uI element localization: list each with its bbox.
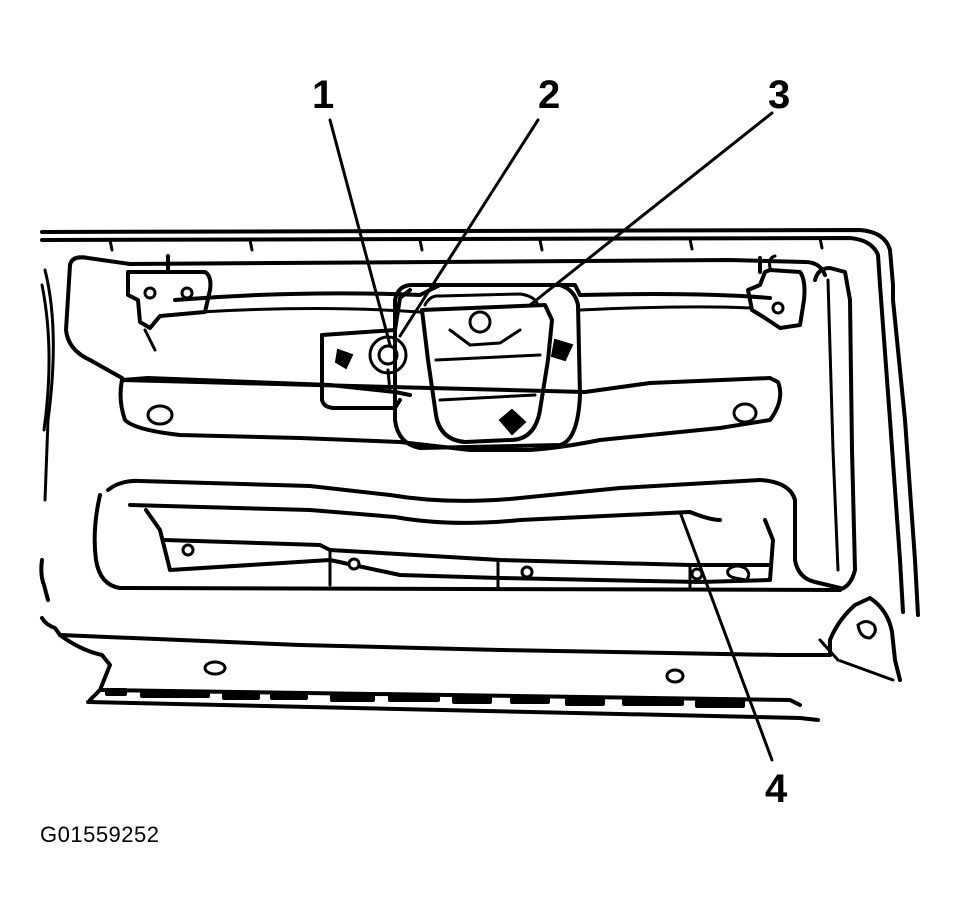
callout-4: 4 [765, 767, 788, 811]
drain-slots [105, 688, 745, 708]
reinforcement-channel [144, 508, 775, 590]
callout-2: 2 [538, 73, 560, 117]
right-hinge-bracket [746, 254, 807, 330]
right-pillar [813, 266, 857, 592]
callout-3: 3 [768, 73, 790, 117]
panel-outline [39, 228, 920, 617]
leader-line-4 [678, 510, 774, 762]
cross-rail [118, 376, 783, 452]
leader-lines [328, 111, 774, 762]
latch-housing [393, 283, 582, 450]
leader-line-1 [328, 118, 392, 347]
callout-1: 1 [312, 73, 334, 117]
left-hinge-bracket [126, 270, 213, 352]
bottom-sill [40, 596, 902, 722]
lower-opening [92, 478, 842, 592]
leader-line-2 [398, 118, 540, 338]
figure-id: G01559252 [40, 822, 160, 847]
leader-line-3 [528, 111, 774, 307]
